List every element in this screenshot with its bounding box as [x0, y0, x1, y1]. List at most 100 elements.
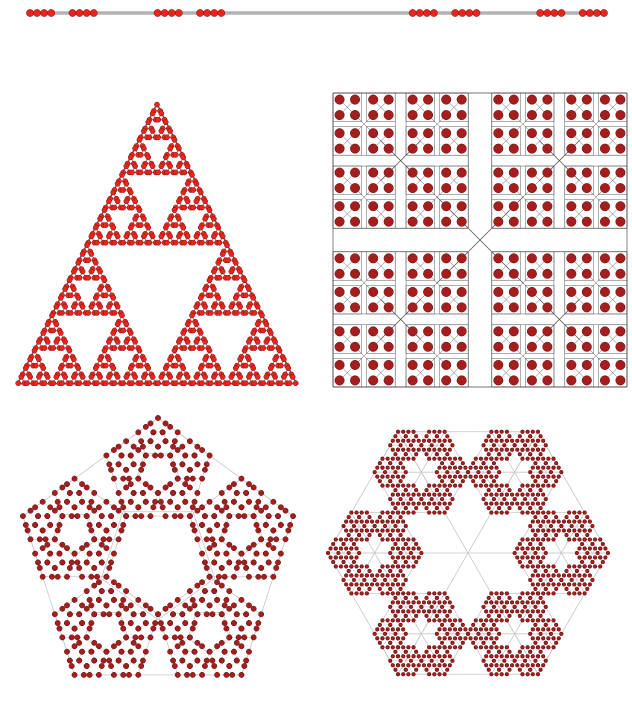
node — [64, 574, 69, 579]
node — [386, 511, 390, 515]
node — [541, 627, 545, 631]
edge — [377, 214, 381, 218]
node — [263, 551, 268, 556]
edge — [502, 176, 506, 180]
edge — [575, 176, 579, 180]
node — [541, 645, 545, 649]
edge — [540, 214, 544, 218]
node — [401, 645, 405, 649]
node — [121, 626, 126, 631]
node — [600, 327, 609, 336]
node — [355, 538, 359, 542]
node — [448, 610, 452, 614]
node — [152, 453, 157, 458]
node — [231, 620, 236, 625]
edge — [561, 513, 569, 526]
edge — [540, 266, 544, 270]
node — [199, 310, 204, 315]
node — [180, 490, 185, 495]
node — [222, 499, 227, 504]
edge — [450, 266, 454, 270]
node — [214, 522, 219, 527]
node — [368, 287, 377, 296]
node — [131, 490, 136, 495]
node — [582, 201, 591, 210]
node — [175, 672, 180, 677]
node — [251, 330, 256, 335]
node — [274, 537, 279, 542]
node — [598, 565, 602, 569]
node — [227, 588, 232, 593]
edge — [445, 486, 453, 499]
node — [539, 524, 543, 528]
node — [365, 574, 369, 578]
node — [383, 524, 387, 528]
edge — [608, 368, 612, 372]
node — [438, 627, 442, 631]
node — [243, 658, 248, 663]
node — [544, 515, 548, 519]
node — [104, 528, 109, 533]
node — [25, 528, 30, 533]
edge — [575, 368, 579, 372]
node — [547, 618, 551, 622]
node — [231, 481, 236, 486]
node — [471, 623, 475, 627]
node — [224, 672, 229, 677]
node — [497, 506, 501, 510]
node — [559, 470, 563, 474]
edge — [468, 634, 476, 647]
node — [119, 499, 124, 504]
node — [189, 313, 194, 318]
node — [99, 588, 104, 593]
node — [543, 342, 552, 351]
node — [335, 269, 344, 278]
edge — [398, 459, 406, 472]
edge — [575, 339, 579, 343]
node — [254, 522, 259, 527]
node — [84, 663, 89, 668]
node — [534, 461, 538, 465]
edge — [608, 339, 612, 343]
node — [448, 466, 452, 470]
node — [263, 522, 268, 527]
node — [484, 663, 488, 667]
node — [239, 597, 244, 602]
node — [443, 430, 447, 434]
node — [342, 578, 346, 582]
node — [399, 515, 403, 519]
node — [170, 444, 175, 449]
node — [116, 444, 121, 449]
node — [412, 547, 416, 551]
node — [582, 110, 591, 119]
node — [453, 627, 457, 631]
node — [183, 620, 188, 625]
node — [408, 303, 417, 312]
node — [438, 430, 442, 434]
node — [355, 547, 359, 551]
node — [508, 650, 512, 654]
node — [154, 9, 161, 16]
node — [236, 635, 241, 640]
node — [440, 461, 444, 465]
node — [344, 556, 348, 560]
node — [494, 327, 503, 336]
node — [399, 497, 403, 501]
node — [453, 466, 457, 470]
node — [254, 626, 259, 631]
node — [425, 434, 429, 438]
node — [84, 606, 89, 611]
edge — [343, 373, 347, 377]
node — [404, 560, 408, 564]
edge — [506, 373, 510, 377]
edge — [450, 214, 454, 218]
node — [49, 313, 54, 318]
node — [71, 269, 76, 274]
node — [448, 663, 452, 667]
node — [396, 610, 400, 614]
node — [266, 542, 271, 547]
node — [173, 152, 178, 157]
edge — [608, 214, 612, 218]
node — [510, 493, 514, 497]
node — [202, 513, 207, 518]
